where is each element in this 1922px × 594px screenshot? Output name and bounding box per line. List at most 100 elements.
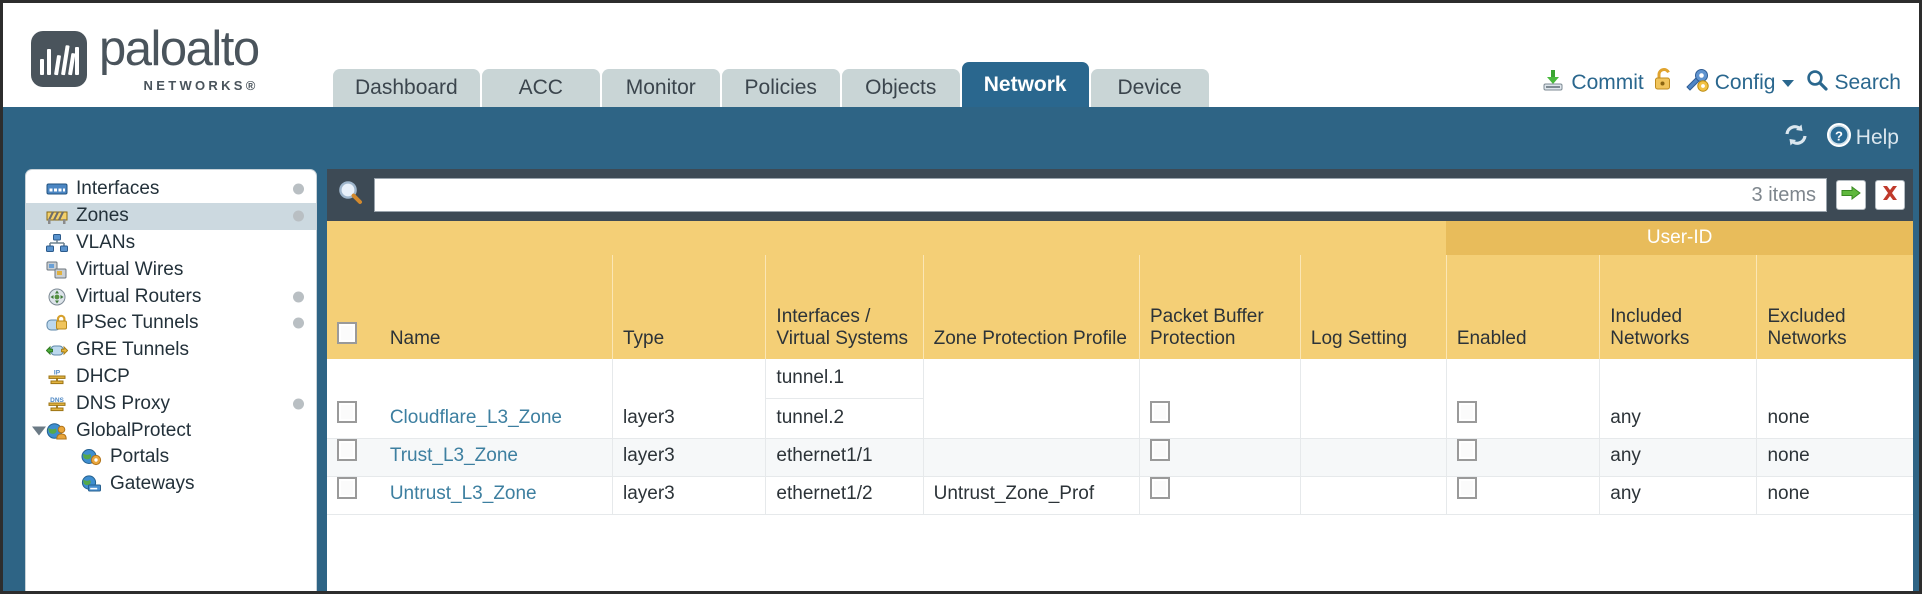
column-header-type[interactable]: Type [611, 255, 766, 360]
cell-name[interactable]: Trust_L3_Zone [379, 438, 613, 478]
tab-network[interactable]: Network [961, 62, 1089, 107]
select-all-header[interactable] [327, 255, 380, 360]
column-header-enabled[interactable]: Enabled [1445, 255, 1600, 360]
column-header-excluded-networks[interactable]: Excluded Networks [1756, 255, 1913, 360]
row-select-cell[interactable] [327, 359, 380, 440]
sidebar-item-label: Gateways [110, 473, 195, 495]
main-tab-bar[interactable]: Dashboard ACC Monitor Policies Objects N… [333, 62, 1209, 107]
packet-buffer-protection-checkbox[interactable] [1149, 477, 1170, 500]
select-all-checkbox[interactable] [337, 322, 357, 344]
sidebar-item-virtual-routers[interactable]: Virtual Routers [26, 283, 316, 310]
sidebar-item-label: DHCP [76, 365, 130, 387]
cell-excluded-networks: none [1756, 476, 1913, 516]
filter-input[interactable]: 3 items [374, 178, 1827, 212]
interface-entry: tunnel.2 [776, 407, 845, 429]
userid-enabled-checkbox[interactable] [1456, 439, 1477, 462]
refresh-icon[interactable] [1782, 122, 1810, 154]
tab-objects[interactable]: Objects [841, 69, 960, 107]
cell-type: layer3 [611, 438, 766, 478]
cell-packet-buffer-protection[interactable] [1138, 359, 1301, 440]
row-select-cell[interactable] [327, 476, 380, 516]
cell-excluded-networks: none [1756, 359, 1913, 440]
table-row[interactable]: Cloudflare_L3_Zone layer3 tunnel.1 tunne… [327, 359, 1913, 440]
zone-name-link[interactable]: Untrust_L3_Zone [389, 483, 537, 505]
column-header-name[interactable]: Name [379, 255, 613, 360]
tab-dashboard[interactable]: Dashboard [333, 69, 480, 107]
cell-name[interactable]: Untrust_L3_Zone [379, 476, 613, 516]
globalprotect-icon [46, 422, 68, 440]
table-group-header-row: User-ID [327, 221, 1913, 256]
sidebar-item-gre-tunnels[interactable]: GRE Tunnels [26, 337, 316, 364]
paloalto-logo: paloalto NETWORKS® [31, 25, 260, 92]
sidebar-item-label: GlobalProtect [76, 419, 192, 441]
sidebar-item-globalprotect[interactable]: GlobalProtect [26, 417, 316, 444]
sidebar-item-interfaces[interactable]: Interfaces [26, 176, 316, 203]
search-button[interactable]: Search [1805, 68, 1901, 98]
virtual-wires-icon [46, 261, 68, 279]
green-arrow-apply-icon [1840, 183, 1862, 208]
help-button[interactable]: ? Help [1826, 122, 1899, 154]
sidebar-item-dhcp[interactable]: IP DHCP [26, 364, 316, 391]
row-select-cell[interactable] [327, 438, 380, 478]
zones-icon [46, 207, 68, 225]
clear-filter-button[interactable] [1875, 180, 1905, 210]
search-icon [1805, 68, 1829, 98]
sidebar-item-gateways[interactable]: Gateways [26, 471, 316, 498]
userid-enabled-checkbox[interactable] [1456, 477, 1477, 500]
paloalto-logo-mark-icon [31, 30, 87, 87]
table-row[interactable]: Untrust_L3_Zone layer3 ethernet1/2 Untru… [327, 476, 1913, 516]
row-checkbox[interactable] [337, 439, 357, 462]
commit-button[interactable]: Commit [1540, 67, 1644, 99]
gre-tunnels-icon [45, 341, 69, 359]
sidebar-item-label: VLANs [76, 231, 136, 253]
sidebar-item-virtual-wires[interactable]: Virtual Wires [26, 256, 316, 283]
column-header-included-networks[interactable]: Included Networks [1599, 255, 1757, 360]
zones-table-container: User-ID Name Type Interfaces / Virtual S… [327, 221, 1913, 591]
cell-userid-enabled[interactable] [1445, 359, 1600, 440]
tab-device[interactable]: Device [1090, 69, 1209, 107]
column-header-log-setting[interactable]: Log Setting [1299, 255, 1447, 360]
packet-buffer-protection-checkbox[interactable] [1149, 401, 1170, 424]
svg-text:?: ? [1835, 129, 1843, 144]
content-area: Interfaces Zones [3, 169, 1919, 591]
column-header-packet-buffer-protection[interactable]: Packet Buffer Protection [1138, 255, 1301, 360]
zone-name-link[interactable]: Trust_L3_Zone [389, 445, 518, 467]
row-checkbox[interactable] [337, 401, 357, 424]
sidebar-status-dot [293, 398, 304, 410]
sidebar-item-portals[interactable]: Portals [26, 444, 316, 471]
cell-userid-enabled[interactable] [1445, 476, 1600, 516]
row-checkbox[interactable] [337, 477, 357, 500]
userid-enabled-checkbox[interactable] [1456, 401, 1477, 424]
cell-packet-buffer-protection[interactable] [1138, 476, 1301, 516]
zones-table: User-ID Name Type Interfaces / Virtual S… [327, 221, 1913, 516]
cell-userid-enabled[interactable] [1445, 438, 1600, 478]
sidebar-item-ipsec-tunnels[interactable]: IPSec Tunnels [26, 310, 316, 337]
unlocked-padlock-icon[interactable] [1653, 67, 1675, 99]
virtual-routers-icon [46, 288, 68, 306]
header-toolbar: Commit [1540, 67, 1901, 99]
expand-collapse-triangle-icon[interactable] [32, 426, 46, 436]
zone-name-link[interactable]: Cloudflare_L3_Zone [389, 407, 562, 429]
packet-buffer-protection-checkbox[interactable] [1149, 439, 1170, 462]
config-button[interactable]: Config [1684, 67, 1797, 99]
column-header-zone-protection-profile[interactable]: Zone Protection Profile [922, 255, 1140, 360]
sidebar-item-label: DNS Proxy [76, 392, 170, 414]
sidebar-item-dns-proxy[interactable]: DNS DNS Proxy [26, 390, 316, 417]
search-icon[interactable] [337, 179, 365, 212]
sidebar-item-vlans[interactable]: VLANs [26, 230, 316, 257]
tab-monitor[interactable]: Monitor [601, 69, 720, 107]
svg-text:DNS: DNS [50, 397, 64, 404]
config-label: Config [1714, 71, 1776, 94]
cell-packet-buffer-protection[interactable] [1138, 438, 1301, 478]
table-row[interactable]: Trust_L3_Zone layer3 ethernet1/1 [327, 438, 1913, 478]
cell-name[interactable]: Cloudflare_L3_Zone [379, 359, 613, 440]
apply-filter-button[interactable] [1836, 180, 1866, 210]
cell-zone-protection-profile [922, 359, 1140, 440]
interface-entry: tunnel.1 [766, 359, 923, 400]
sidebar-item-zones[interactable]: Zones [26, 202, 316, 230]
app-header: paloalto NETWORKS® Dashboard ACC Monitor… [3, 3, 1919, 107]
column-header-interfaces[interactable]: Interfaces / Virtual Systems [765, 255, 924, 360]
tab-policies[interactable]: Policies [721, 69, 840, 107]
tab-acc[interactable]: ACC [481, 69, 600, 107]
